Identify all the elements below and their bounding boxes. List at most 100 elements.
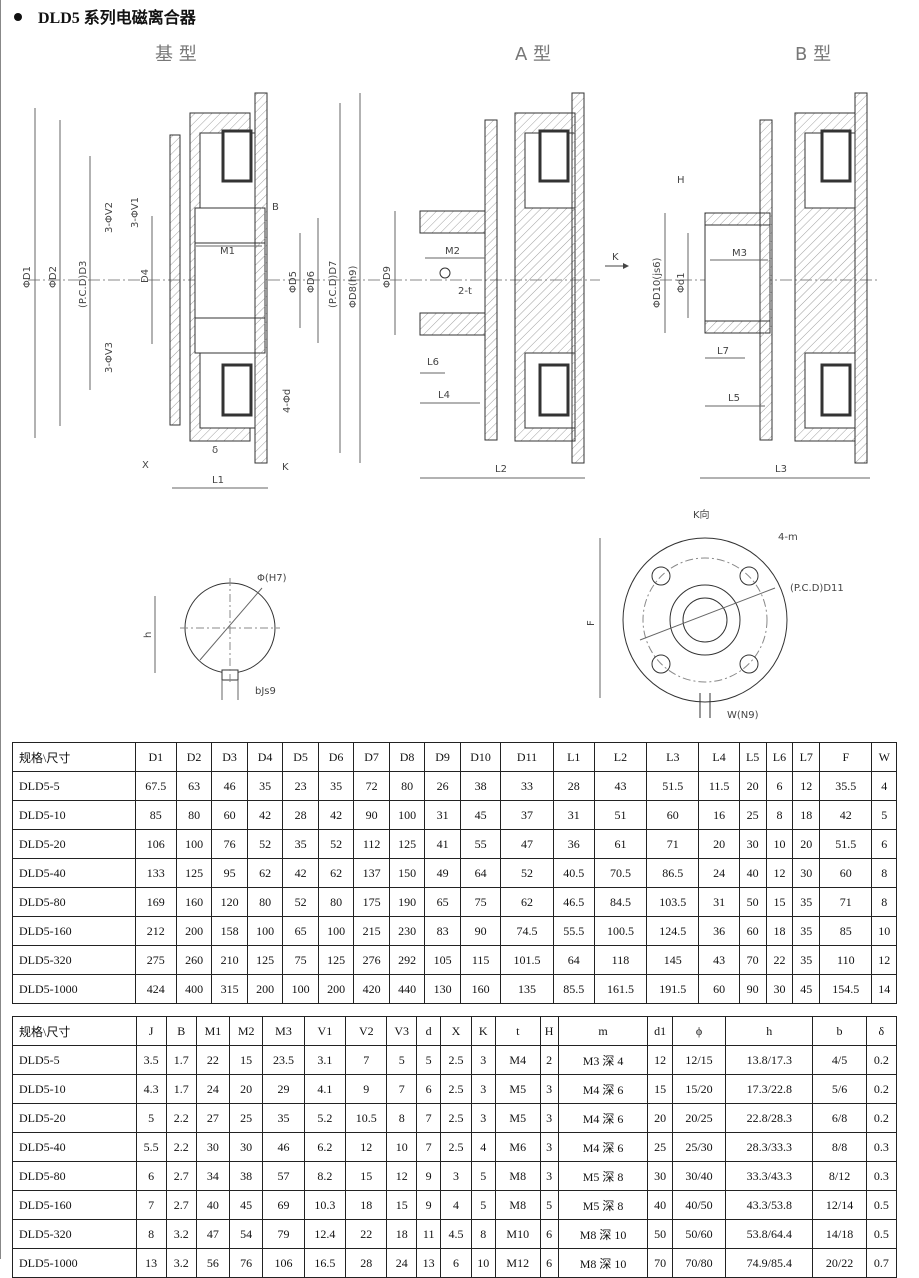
- table-cell: 3: [440, 1161, 472, 1191]
- table-cell: 0.3: [865, 1161, 898, 1191]
- label-l3: L3: [775, 464, 787, 475]
- table-cell: 8: [871, 858, 897, 888]
- table-cell: 135: [500, 974, 554, 1004]
- table-cell: M8: [494, 1190, 541, 1220]
- table-header-cell: t: [494, 1016, 541, 1046]
- table-cell: 115: [459, 945, 502, 975]
- table-cell: 125: [175, 858, 213, 888]
- table-cell: 3: [539, 1074, 559, 1104]
- table-cell: 80: [388, 771, 426, 801]
- label-d8: ΦD8(h9): [348, 265, 359, 308]
- table-cell: 57: [262, 1161, 305, 1191]
- base-type-view: [28, 92, 380, 489]
- table-cell: 85: [819, 916, 873, 946]
- table-cell: 1.7: [165, 1074, 197, 1104]
- table-cell: 30: [195, 1132, 231, 1162]
- bullet-icon: [14, 13, 22, 22]
- table-cell: 20/25: [671, 1103, 727, 1133]
- table-cell: 5: [470, 1161, 496, 1191]
- table-cell: 5.2: [303, 1103, 347, 1133]
- table-cell: 4: [871, 771, 897, 801]
- table-cell: 42: [246, 800, 284, 830]
- table-cell: 37: [500, 800, 554, 830]
- label-delta: δ: [212, 445, 218, 456]
- table-cell: 35: [262, 1103, 305, 1133]
- table-cell: DLD5-5: [12, 771, 136, 801]
- table-cell: 200: [317, 974, 355, 1004]
- table-cell: 95: [211, 858, 248, 888]
- b-type-view: [660, 92, 880, 479]
- table-cell: 7: [345, 1045, 388, 1075]
- table-cell: 18: [765, 916, 794, 946]
- label-bjs9: bJs9: [255, 686, 276, 697]
- label-d10: ΦD10(js6): [652, 257, 663, 308]
- table-cell: 9: [415, 1161, 442, 1191]
- table-cell: 86.5: [646, 858, 700, 888]
- table-cell: 15: [647, 1074, 673, 1104]
- k-view-labels: K向 4-m (P.C.D)D11 F W(N9): [586, 508, 844, 721]
- table-cell: 40: [195, 1190, 231, 1220]
- table-cell: 5: [135, 1103, 167, 1133]
- table-cell: 130: [424, 974, 461, 1004]
- table-cell: 12: [765, 858, 794, 888]
- table-header-cell: D1: [134, 742, 177, 772]
- table-cell: 13.8/17.3: [725, 1045, 814, 1075]
- label-k: K: [282, 462, 289, 473]
- table-cell: DLD5-10: [12, 1074, 137, 1104]
- table-cell: 38: [229, 1161, 264, 1191]
- label-m1: M1: [220, 246, 235, 257]
- table-header-cell: L3: [646, 742, 700, 772]
- table-cell: 22: [195, 1045, 231, 1075]
- table-cell: 62: [317, 858, 355, 888]
- table-cell: 7: [415, 1132, 442, 1162]
- table-cell: M8 深 10: [557, 1248, 649, 1278]
- table-cell: 10: [765, 829, 794, 859]
- table-cell: 3: [539, 1132, 559, 1162]
- label-m2: M2: [445, 246, 460, 257]
- table-cell: 23: [282, 771, 319, 801]
- table-cell: 30: [647, 1161, 673, 1191]
- table-cell: 10.3: [303, 1190, 347, 1220]
- table-cell: 3: [539, 1161, 559, 1191]
- table-cell: 112: [353, 829, 390, 859]
- table-cell: 6: [871, 829, 897, 859]
- table-cell: 161.5: [593, 974, 648, 1004]
- table-cell: 76: [211, 829, 248, 859]
- table-cell: 31: [552, 800, 595, 830]
- table-header-cell: D5: [282, 742, 319, 772]
- table-cell: DLD5-1000: [12, 974, 136, 1004]
- table-cell: 42: [819, 800, 873, 830]
- table-cell: 55.5: [552, 916, 595, 946]
- table-cell: 2.5: [440, 1045, 472, 1075]
- table-cell: M4: [494, 1045, 541, 1075]
- table-header-cell: B: [165, 1016, 197, 1046]
- table-cell: 440: [388, 974, 426, 1004]
- label-d6: ΦD6: [306, 271, 317, 293]
- table-cell: M5 深 8: [557, 1161, 649, 1191]
- table-cell: 30: [229, 1132, 264, 1162]
- label-d5: ΦD5: [288, 271, 299, 293]
- table-cell: 25: [647, 1132, 673, 1162]
- technical-drawing: 基 型 A 型 B 型 ΦD1 ΦD2 (P.C.D)D3 D4: [22, 44, 880, 721]
- table-cell: 24: [195, 1074, 231, 1104]
- table-cell: 33: [500, 771, 554, 801]
- table-cell: 51: [593, 800, 648, 830]
- table-cell: 35: [246, 771, 284, 801]
- table-cell: 154.5: [819, 974, 873, 1004]
- table-cell: M10: [494, 1219, 541, 1249]
- table-cell: DLD5-20: [12, 829, 136, 859]
- table-cell: 22: [765, 945, 794, 975]
- table-cell: 52: [500, 858, 554, 888]
- table-cell: 100: [282, 974, 319, 1004]
- table-header-cell: D6: [317, 742, 355, 772]
- table-cell: 16.5: [303, 1248, 347, 1278]
- label-d2: ΦD2: [48, 266, 59, 288]
- table-cell: 62: [246, 858, 284, 888]
- table-header-cell: D4: [246, 742, 284, 772]
- table-cell: 10: [386, 1132, 417, 1162]
- table-cell: M12: [494, 1248, 541, 1278]
- table-header-cell: δ: [865, 1016, 898, 1046]
